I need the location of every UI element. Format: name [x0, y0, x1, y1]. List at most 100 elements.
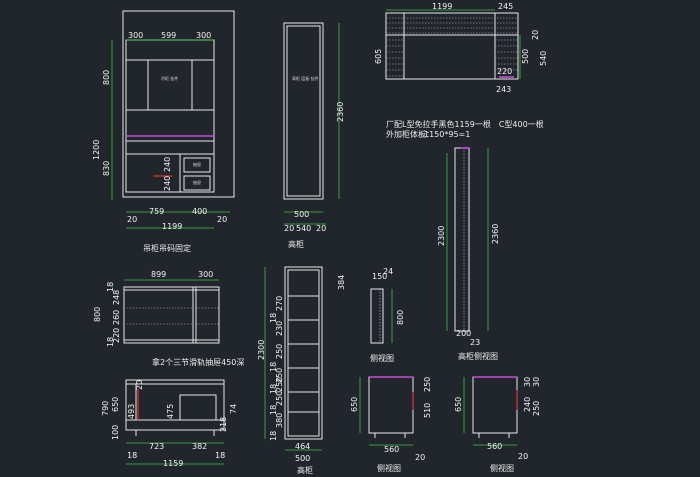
- base-left-2: 650: [111, 397, 120, 412]
- tall-side-inner: 2300: [437, 226, 446, 246]
- side3-right-3: 30: [532, 377, 541, 387]
- tall-depth-right: 20: [316, 224, 326, 233]
- tall-side-caption: 高柜侧视图: [458, 351, 498, 361]
- side3-caption: 侧视图: [490, 463, 514, 473]
- small-side-top-2: 24: [383, 267, 393, 276]
- shelf-l-1: 18: [269, 313, 278, 323]
- base-inner-2: 475: [166, 404, 175, 419]
- side2-right-1: 250: [423, 377, 432, 392]
- drawer-cabinet-elevation: 899 300 800 18 248 260 220 18 拿2个三节滑轨抽屉4…: [93, 270, 244, 367]
- side3-right-4: 250: [532, 401, 541, 416]
- shelf-width: 500: [295, 454, 310, 463]
- shelf-right: 384: [337, 275, 346, 290]
- plan-right-3: 540: [539, 51, 548, 66]
- tall-depth-left: 20: [284, 224, 294, 233]
- dim-top-2: 599: [161, 31, 176, 40]
- tall-inner-label: 高柜 层板 挂件: [292, 75, 319, 81]
- small-side-view: 150 24 800 侧视图: [370, 267, 405, 363]
- dim-bot-3: 400: [192, 207, 207, 216]
- side-view-3: 650 240 30 30 250 560 20 侧视图: [454, 376, 541, 473]
- shelf-l-8: 250: [275, 391, 284, 406]
- tall-side-bot-1: 200: [456, 329, 471, 338]
- small-side-caption: 侧视图: [370, 353, 394, 363]
- shelf-caption: 高柜: [297, 465, 313, 475]
- shelf-l-6: 250: [275, 368, 284, 383]
- dim-mid-1: 240: [163, 157, 172, 172]
- dim-mid-2: 240: [163, 176, 172, 191]
- tall-cabinet-elevation: 2360 高柜 层板 挂件 500 20 540 20 高柜: [283, 22, 345, 249]
- drawer-caption: 拿2个三节滑轨抽屉450深: [152, 357, 244, 367]
- dim-left-1: 800: [102, 70, 111, 85]
- base-bot-2: 723: [149, 442, 164, 451]
- dim-left-2: 1200: [92, 140, 101, 160]
- base-left-1: 790: [101, 401, 110, 416]
- side2-bottom: 560: [384, 445, 399, 454]
- drawer-left-3: 248: [112, 290, 121, 305]
- base-bot-3: 382: [192, 442, 207, 451]
- drawer-label-2: 抽屉: [193, 179, 201, 185]
- plan-dim-2: 245: [498, 2, 513, 11]
- tall-side-outer: 2360: [491, 224, 500, 244]
- side3-right-1: 240: [523, 397, 532, 412]
- drawer-top-1: 899: [151, 270, 166, 279]
- base-inner-3: 20: [135, 380, 144, 390]
- note-line-1: 厂配L型免拉手黑色1159一根 C型400一根: [386, 119, 544, 129]
- wardrobe-caption: 吊柜吊码固定: [143, 243, 191, 253]
- small-side-top-1: 150: [372, 272, 387, 281]
- shelf-l-3: 230: [275, 321, 284, 336]
- shelf-l-10: 250: [275, 377, 284, 392]
- shelf-l-4: 250: [275, 344, 284, 359]
- drawer-left-1: 800: [93, 307, 102, 322]
- shelf-l-11: 380: [275, 413, 284, 428]
- wardrobe-inner-label: 吊柜 挂件: [161, 75, 178, 81]
- side3-bottom: 560: [487, 442, 502, 451]
- tall-side-bot-2: 23: [470, 338, 480, 347]
- dim-bot-1: 20: [127, 215, 137, 224]
- tall-side-view: 2300 2360 200 23 高柜侧视图: [437, 147, 500, 361]
- dim-top-3: 300: [196, 31, 211, 40]
- plan-view: 1199 245 605 20 500 540 220 243: [374, 2, 548, 94]
- plan-dim-1: 1199: [432, 2, 452, 11]
- drawer-left-5: 220: [112, 328, 121, 343]
- drawer-left-4: 260: [112, 310, 121, 325]
- dim-bot-4: 20: [217, 215, 227, 224]
- wardrobe-elevation: 吊柜 挂件 抽屉 抽屉 300 599 300 800 1200 830 240…: [92, 10, 235, 253]
- note-line-3: 1150*95=1: [424, 130, 470, 139]
- small-side-height: 800: [396, 310, 405, 325]
- dim-bot-2: 759: [149, 207, 164, 216]
- plan-bottom: 243: [496, 85, 511, 94]
- shelf-l-9: 18: [269, 405, 278, 415]
- drawer-left-2: 18: [106, 282, 115, 292]
- shelf-l-2: 270: [275, 296, 284, 311]
- shelf-l-5: 18: [269, 362, 278, 372]
- plan-left: 605: [374, 49, 383, 64]
- tall-shelf-cabinet: 2300 18 270 230 250 18 250 18 250 18 250…: [257, 266, 346, 475]
- drawer-left-6: 18: [106, 337, 115, 347]
- side2-extra: 20: [415, 453, 425, 462]
- drawer-top-2: 300: [198, 270, 213, 279]
- tall-height: 2360: [336, 102, 345, 122]
- side2-left: 650: [350, 397, 359, 412]
- plan-right-2: 500: [521, 49, 530, 64]
- side3-right-2: 30: [523, 377, 532, 387]
- dim-top-1: 300: [128, 31, 143, 40]
- base-bot-1: 18: [127, 451, 137, 460]
- dim-left-3: 830: [102, 161, 111, 176]
- tall-depth: 540: [296, 224, 311, 233]
- shelf-inner: 464: [295, 442, 310, 451]
- side3-left: 650: [454, 397, 463, 412]
- shelf-total: 2300: [257, 340, 266, 360]
- base-cabinet-elevation: 790 650 100 493 475 20 218 74 18 723 382…: [101, 379, 238, 468]
- tall-width: 500: [294, 210, 309, 219]
- plan-inner: 220: [497, 67, 512, 76]
- plan-right-1: 20: [531, 30, 540, 40]
- shelf-l-7: 18: [269, 384, 278, 394]
- side-view-2: 650 250 510 560 20 侧视图: [350, 376, 432, 473]
- wardrobe-width: 1199: [162, 222, 182, 231]
- base-width: 1159: [163, 459, 183, 468]
- tall-caption: 高柜: [288, 239, 304, 249]
- base-bot-4: 18: [215, 451, 225, 460]
- side2-caption: 侧视图: [377, 463, 401, 473]
